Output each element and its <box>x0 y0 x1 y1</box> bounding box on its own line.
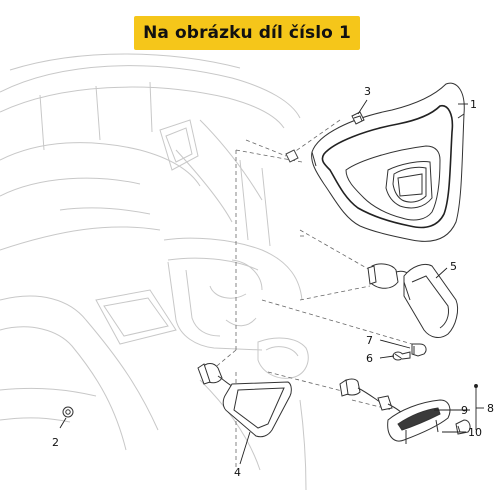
reflector-cover-part-4 <box>197 363 292 438</box>
bulb-part-10 <box>455 419 471 435</box>
callout-1: 1 <box>470 98 477 111</box>
callout-4: 4 <box>234 466 241 479</box>
callout-10: 10 <box>468 426 482 439</box>
part-number-banner: Na obrázku díl číslo 1 <box>134 16 360 50</box>
callout-7: 7 <box>366 334 373 347</box>
tail-light-frame-part-1 <box>311 82 465 242</box>
plate-light-assembly-part-9 <box>339 378 451 444</box>
clip-at-body <box>285 149 299 163</box>
callout-2: 2 <box>52 436 59 449</box>
callout-5: 5 <box>450 260 457 273</box>
callout-labels: 1 2 3 4 5 6 7 8 9 10 <box>52 85 494 479</box>
assembly-guide-lines <box>211 119 413 470</box>
callout-8: 8 <box>487 402 494 415</box>
callout-6: 6 <box>366 352 373 365</box>
leader-lines <box>59 99 484 465</box>
screw-part-6 <box>392 351 411 361</box>
bulb-part-7 <box>411 343 427 357</box>
scooter-body-outline <box>0 53 309 491</box>
nut-part-2 <box>62 406 74 418</box>
turn-indicator-part-5 <box>367 263 459 338</box>
clip-part-3 <box>351 111 365 125</box>
callout-3: 3 <box>364 85 371 98</box>
callout-9: 9 <box>461 404 468 417</box>
